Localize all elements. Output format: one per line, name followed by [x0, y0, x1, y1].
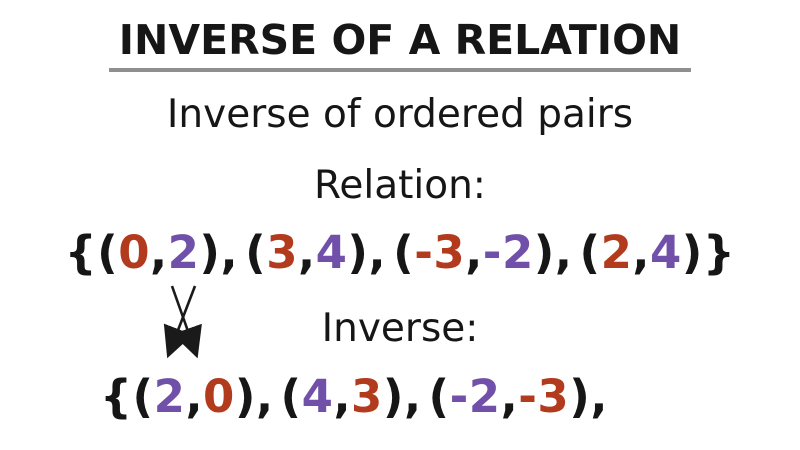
second-coordinate: -2: [482, 226, 534, 279]
pair-close-paren: ): [234, 370, 256, 423]
pair-open-paren: (: [132, 370, 154, 423]
coordinate-comma: ,: [150, 226, 168, 279]
swap-arrows-icon: [163, 285, 202, 359]
coordinate-comma: ,: [465, 226, 483, 279]
first-coordinate: 3: [266, 226, 298, 279]
first-coordinate: -3: [414, 226, 466, 279]
second-coordinate: 2: [167, 226, 200, 279]
pair-open-paren: (: [97, 226, 119, 279]
set-close-brace: }: [702, 226, 736, 279]
pair-open-paren: (: [280, 370, 302, 423]
pair-close-paren: ): [533, 226, 555, 279]
trailing-comma: ,: [590, 370, 608, 423]
inverse-label: Inverse:: [321, 306, 479, 351]
page-title: INVERSE OF A RELATION: [108, 16, 692, 72]
pair-open-paren: (: [579, 226, 601, 279]
coordinate-comma: ,: [298, 226, 316, 279]
pair-separator: ,: [368, 226, 387, 279]
pair-close-paren: ): [199, 226, 221, 279]
pair-close-paren: ): [681, 226, 703, 279]
pair-close-paren: ): [347, 226, 369, 279]
pair-open-paren: (: [245, 226, 267, 279]
second-coordinate: -3: [518, 370, 570, 423]
pair-separator: ,: [220, 226, 239, 279]
pair-close-paren: ): [382, 370, 404, 423]
first-coordinate: 0: [118, 226, 150, 279]
coordinate-comma: ,: [185, 370, 204, 423]
pair-separator: ,: [554, 226, 573, 279]
pair-separator: ,: [255, 370, 274, 423]
first-coordinate: -2: [449, 370, 501, 423]
pair-open-paren: (: [428, 370, 450, 423]
coordinate-comma: ,: [500, 370, 519, 423]
coordinate-comma: ,: [333, 370, 352, 423]
set-open-brace: {: [100, 370, 133, 423]
relation-set: {(0,2),(3,4),(-3,-2),(2,4)}: [0, 221, 800, 285]
pair-separator: ,: [403, 370, 422, 423]
subtitle: Inverse of ordered pairs: [166, 92, 634, 137]
first-coordinate: 4: [301, 370, 334, 423]
first-coordinate: 2: [153, 370, 186, 423]
second-coordinate: 0: [203, 370, 235, 423]
second-coordinate: 4: [649, 226, 682, 279]
inverse-set: {(2,0),(4,3),(-2,-3),: [100, 365, 608, 429]
second-coordinate: 4: [315, 226, 348, 279]
coordinate-comma: ,: [632, 226, 650, 279]
set-open-brace: {: [64, 226, 98, 279]
title-row: INVERSE OF A RELATION: [0, 16, 800, 72]
pair-close-paren: ): [569, 370, 591, 423]
relation-label: Relation:: [314, 163, 486, 208]
second-coordinate: 3: [351, 370, 383, 423]
first-coordinate: 2: [600, 226, 633, 279]
pair-open-paren: (: [393, 226, 415, 279]
